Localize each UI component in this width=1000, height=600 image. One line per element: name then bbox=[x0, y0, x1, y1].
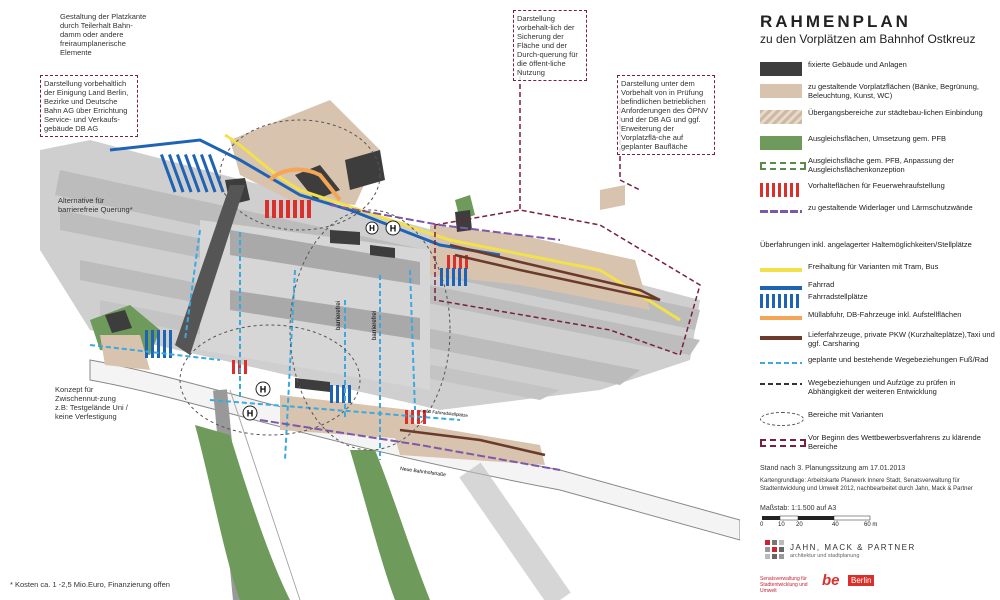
legend-label: Vor Beginn des Wettbewerbsverfahrens zu … bbox=[808, 433, 981, 451]
note-einigung: Darstellung vorbehaltlich der Einigung L… bbox=[40, 75, 138, 137]
legend-swatch bbox=[760, 136, 802, 150]
legend-swatch bbox=[760, 336, 802, 340]
legend-label: Fahrradstellplätze bbox=[808, 292, 868, 301]
routes bbox=[89, 133, 681, 461]
cost-footnote: * Kosten ca. 1 -2,5 Mio.Euro, Finanzieru… bbox=[10, 580, 170, 589]
legend-overpass-item-1: Fahrrad bbox=[760, 280, 995, 302]
legend-label: Bereiche mit Varianten bbox=[808, 410, 884, 419]
map-source: Kartengrundlage: Arbeitskarte Planwerk I… bbox=[760, 478, 973, 492]
barrier-free-label: barrierefrei bbox=[372, 311, 378, 340]
plan-status: Stand nach 3. Planungssitzung am 17.01.2… bbox=[760, 465, 906, 472]
legend-swatch bbox=[760, 62, 802, 76]
legend-label: Vorhalteflächen für Feuerwehraufstellung bbox=[808, 181, 945, 190]
bus-stop-marker: H bbox=[247, 409, 254, 419]
plan-title: RAHMENPLAN bbox=[760, 12, 911, 31]
tram-stop-marker: H bbox=[390, 224, 397, 234]
legend-item-2: Übergangsbereiche zur städtebau-lichen E… bbox=[760, 108, 995, 130]
legend-swatch bbox=[760, 412, 804, 426]
legend-overpass-item-3: Müllabfuhr, DB-Fahrzeuge inkl. Aufstellf… bbox=[760, 310, 995, 332]
legend-overpass-item-6: Wegebeziehungen und Aufzüge zu prüfen in… bbox=[760, 378, 995, 400]
note-platzkante: Gestaltung der Platzkante durch Teilerha… bbox=[60, 12, 147, 57]
legend-label: geplante und bestehende Wegebeziehungen … bbox=[808, 355, 989, 364]
legend-item-4: Ausgleichsfläche gem. PFB, Anpassung der… bbox=[760, 156, 995, 178]
noise-walls bbox=[259, 204, 561, 471]
bike-count-label: ca 60 Fahrradstellplätze bbox=[420, 408, 469, 418]
legend-label: Freihaltung für Varianten mit Tram, Bus bbox=[808, 262, 939, 271]
stop-marker: H bbox=[369, 224, 375, 233]
be-logo: be bbox=[822, 572, 840, 589]
legend-overpass-item-5: geplante und bestehende Wegebeziehungen … bbox=[760, 355, 995, 377]
legend-label: Müllabfuhr, DB-Fahrzeuge inkl. Aufstellf… bbox=[808, 310, 962, 319]
legend-item-5: Vorhalteflächen für Feuerwehraufstellung bbox=[760, 181, 995, 203]
firm-logo-icon bbox=[765, 540, 784, 559]
legend-swatch bbox=[760, 362, 802, 364]
legend-swatch bbox=[760, 383, 802, 385]
legend-overpass-item-2: Fahrradstellplätze bbox=[760, 292, 995, 314]
plan-subtitle: zu den Vorplätzen am Bahnhof Ostkreuz bbox=[760, 32, 976, 46]
firm-name: JAHN, MACK & PARTNER bbox=[790, 543, 916, 552]
legend-label: fixierte Gebäude und Anlagen bbox=[808, 60, 907, 69]
legend-swatch bbox=[760, 316, 802, 320]
firm-subtitle: architektur und stadtplanung bbox=[790, 553, 860, 559]
legend-overpass-item-4: Lieferfahrzeuge, private PKW (Kurzhaltep… bbox=[760, 330, 995, 352]
street-label: Neue Bahnhofstraße bbox=[400, 466, 447, 478]
barrier-free-label: barrierefrei bbox=[336, 301, 342, 330]
legend-item-1: zu gestaltende Vorplatzflächen (Bänke, B… bbox=[760, 82, 995, 104]
scale-bar bbox=[762, 515, 871, 521]
legend-label: Ausgleichsflächen, Umsetzung gem. PFB bbox=[808, 134, 946, 143]
note-barrierefrei: Alternative für barrierefreie Querung* bbox=[58, 196, 133, 214]
note-sicherung: Darstellung vorbehalt-lich der Sicherung… bbox=[513, 10, 587, 81]
legend-item-3: Ausgleichsflächen, Umsetzung gem. PFB bbox=[760, 134, 995, 156]
legend-swatch bbox=[760, 268, 802, 272]
fixed-buildings bbox=[105, 150, 472, 392]
legend-label: Fahrrad bbox=[808, 280, 835, 289]
legend-label: zu gestaltende Widerlager und Lärmschutz… bbox=[808, 203, 973, 212]
legend-label: zu gestaltende Vorplatzflächen (Bänke, B… bbox=[808, 82, 979, 100]
legend-swatch bbox=[760, 286, 802, 290]
legend-label: Übergangsbereiche zur städtebau-lichen E… bbox=[808, 108, 983, 117]
legend-swatch bbox=[760, 210, 802, 213]
site-plan-map: H H H H barrierefrei barrierefrei Neue B… bbox=[40, 60, 740, 600]
legend-swatch bbox=[760, 84, 802, 98]
legend-swatch bbox=[760, 162, 806, 170]
senate-label: Senatsverwaltung für Stadtentwicklung un… bbox=[760, 576, 808, 594]
note-pruefung: Darstellung unter dem Vorbehalt von in P… bbox=[617, 75, 715, 155]
legend-swatch bbox=[760, 439, 806, 447]
variant-areas bbox=[179, 119, 451, 451]
note-zwischennutzung: Konzept für Zwischennut-zung z.B: Testge… bbox=[55, 385, 128, 421]
legend-group-heading: Überfahrungen inkl. angelagerter Haltemö… bbox=[760, 240, 972, 249]
legend-label: Lieferfahrzeuge, private PKW (Kurzhaltep… bbox=[808, 330, 995, 348]
berlin-logo: Berlin bbox=[848, 575, 875, 586]
legend-overpass-item-7: Bereiche mit Varianten bbox=[760, 410, 995, 432]
bus-stop-marker: H bbox=[260, 385, 267, 395]
legend-swatch bbox=[760, 294, 802, 308]
legend-swatch bbox=[760, 110, 802, 124]
legend-label: Wegebeziehungen und Aufzüge zu prüfen in… bbox=[808, 378, 956, 396]
legend-overpass-item-8: Vor Beginn des Wettbewerbsverfahrens zu … bbox=[760, 433, 995, 455]
scale-label: Maßstab: 1:1.500 auf A3 bbox=[760, 505, 837, 512]
legend-label: Ausgleichsfläche gem. PFB, Anpassung der… bbox=[808, 156, 954, 174]
legend-item-0: fixierte Gebäude und Anlagen bbox=[760, 60, 995, 82]
legend-overpass-item-0: Freihaltung für Varianten mit Tram, Bus bbox=[760, 262, 995, 284]
legend-item-6: zu gestaltende Widerlager und Lärmschutz… bbox=[760, 203, 995, 225]
legend-swatch bbox=[760, 183, 802, 197]
